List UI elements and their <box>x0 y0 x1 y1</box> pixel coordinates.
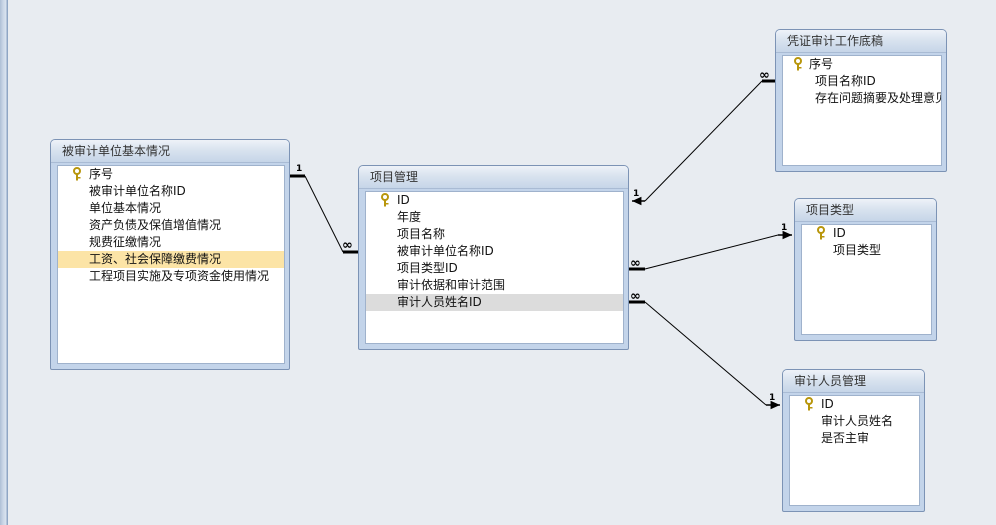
relation-one-label: 1 <box>633 189 639 199</box>
relation-many-label: ∞ <box>630 289 641 304</box>
field-item[interactable]: ID <box>790 396 919 413</box>
window-left-border <box>0 0 8 525</box>
primary-key-icon <box>805 397 813 411</box>
field-item[interactable]: 工程项目实施及专项资金使用情况 <box>58 268 284 285</box>
field-list[interactable]: 序号 被审计单位名称ID 单位基本情况 资产负债及保值增值情况 规费征缴情况 工… <box>57 165 285 364</box>
table-title[interactable]: 项目类型 <box>795 199 936 222</box>
field-name: 是否主审 <box>821 431 870 445</box>
relation-project-type[interactable]: 1 ∞ <box>628 223 792 271</box>
field-item[interactable]: 项目类型 <box>802 242 931 259</box>
table-title[interactable]: 审计人员管理 <box>783 370 924 393</box>
field-name: 序号 <box>89 167 114 181</box>
field-item-selected[interactable]: 审计人员姓名ID <box>366 294 623 311</box>
table-title[interactable]: 被审计单位基本情况 <box>51 140 289 163</box>
field-name: 项目名称 <box>397 227 446 241</box>
primary-key-icon <box>73 167 81 181</box>
field-name: 审计依据和审计范围 <box>397 278 506 292</box>
field-item[interactable]: 规费征缴情况 <box>58 234 284 251</box>
primary-key-icon <box>794 57 802 71</box>
primary-key-icon <box>817 226 825 240</box>
field-name: 单位基本情况 <box>89 201 162 215</box>
table-title[interactable]: 凭证审计工作底稿 <box>776 30 946 53</box>
field-name: ID <box>821 397 834 411</box>
field-item[interactable]: 是否主审 <box>790 430 919 447</box>
field-name: ID <box>397 193 410 207</box>
field-item[interactable]: 年度 <box>366 209 623 226</box>
field-item[interactable]: 被审计单位名称ID <box>58 183 284 200</box>
field-item[interactable]: 项目名称ID <box>783 73 941 90</box>
table-project-mgmt[interactable]: 项目管理 ID 年度 项目名称 被审计单位名称ID 项目类型ID 审计依据和审计… <box>358 165 629 350</box>
field-name: 被审计单位名称ID <box>397 244 494 258</box>
relation-project-auditor[interactable]: 1 ∞ <box>628 289 780 410</box>
field-item-selected[interactable]: 工资、社会保障缴费情况 <box>58 251 284 268</box>
field-name: 审计人员姓名ID <box>397 295 482 309</box>
primary-key-icon <box>381 193 389 207</box>
relation-many-label: ∞ <box>342 238 353 253</box>
field-name: 工资、社会保障缴费情况 <box>89 252 222 266</box>
field-list[interactable]: ID 审计人员姓名 是否主审 <box>789 395 920 506</box>
field-item[interactable]: 审计依据和审计范围 <box>366 277 623 294</box>
field-item[interactable]: 存在问题摘要及处理意见 <box>783 90 941 107</box>
table-title[interactable]: 项目管理 <box>359 166 628 189</box>
field-item[interactable]: 单位基本情况 <box>58 200 284 217</box>
field-list[interactable]: ID 项目类型 <box>801 224 932 335</box>
table-auditor-mgmt[interactable]: 审计人员管理 ID 审计人员姓名 是否主审 <box>782 369 925 512</box>
field-name: 项目名称ID <box>815 74 876 88</box>
field-item[interactable]: 项目名称 <box>366 226 623 243</box>
field-name: 项目类型 <box>833 243 882 257</box>
field-item[interactable]: 项目类型ID <box>366 260 623 277</box>
field-item[interactable]: 审计人员姓名 <box>790 413 919 430</box>
field-item[interactable]: 序号 <box>58 166 284 183</box>
field-item[interactable]: 资产负债及保值增值情况 <box>58 217 284 234</box>
relation-many-label: ∞ <box>630 256 641 271</box>
field-name: 项目类型ID <box>397 261 458 275</box>
field-name: 规费征缴情况 <box>89 235 162 249</box>
table-voucher-draft[interactable]: 凭证审计工作底稿 序号 项目名称ID 存在问题摘要及处理意见 <box>775 29 947 172</box>
field-list[interactable]: ID 年度 项目名称 被审计单位名称ID 项目类型ID 审计依据和审计范围 审计… <box>365 191 624 344</box>
field-name: 年度 <box>397 210 422 224</box>
relation-one-label: 1 <box>781 223 787 233</box>
relation-many-label: ∞ <box>759 68 770 83</box>
field-list[interactable]: 序号 项目名称ID 存在问题摘要及处理意见 <box>782 55 942 166</box>
field-name: 被审计单位名称ID <box>89 184 186 198</box>
field-item[interactable]: 序号 <box>783 56 941 73</box>
field-name: 资产负债及保值增值情况 <box>89 218 222 232</box>
field-name: 存在问题摘要及处理意见 <box>815 91 942 105</box>
field-item[interactable]: ID <box>366 192 623 209</box>
field-item[interactable]: ID <box>802 225 931 242</box>
relation-unit-project[interactable]: 1 ∞ <box>290 164 358 254</box>
field-name: 工程项目实施及专项资金使用情况 <box>89 269 270 283</box>
field-name: ID <box>833 226 846 240</box>
relation-one-label: 1 <box>296 164 302 174</box>
field-name: 审计人员姓名 <box>821 414 894 428</box>
table-project-type[interactable]: 项目类型 ID 项目类型 <box>794 198 937 341</box>
relation-one-label: 1 <box>769 393 775 403</box>
table-audited-unit[interactable]: 被审计单位基本情况 序号 被审计单位名称ID 单位基本情况 资产负债及保值增值情… <box>50 139 290 370</box>
field-name: 序号 <box>809 57 834 71</box>
field-item[interactable]: 被审计单位名称ID <box>366 243 623 260</box>
relation-project-voucher[interactable]: 1 ∞ <box>632 68 775 206</box>
